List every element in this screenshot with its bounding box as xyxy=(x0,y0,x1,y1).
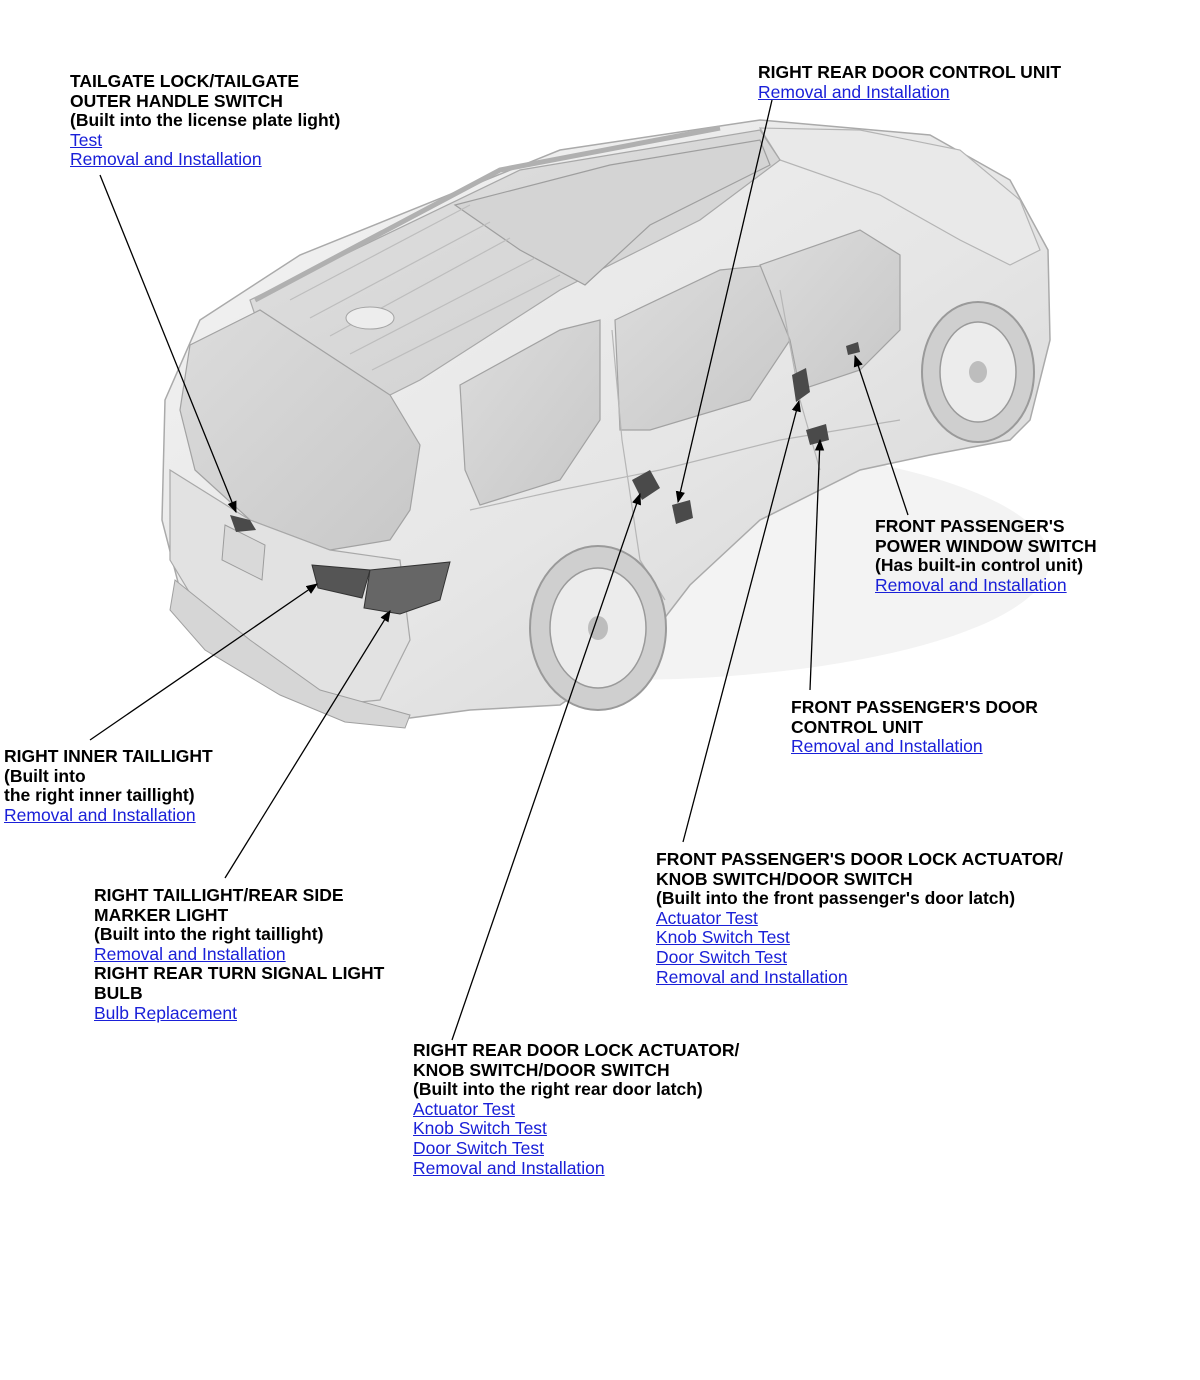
callout-front-passenger-door-control-unit: FRONT PASSENGER'S DOOR CONTROL UNIT Remo… xyxy=(791,697,1038,757)
callout-title: TAILGATE LOCK/TAILGATE xyxy=(70,71,300,91)
removal-installation-link[interactable]: Removal and Installation xyxy=(413,1157,605,1178)
hood xyxy=(758,127,1041,266)
callout-title: FRONT PASSENGER'S DOOR xyxy=(791,697,1038,717)
callout-title: BULB xyxy=(94,982,143,1003)
callout-title: FRONT PASSENGER'S DOOR LOCK ACTUATOR/ xyxy=(656,849,1063,869)
rear-bumper xyxy=(169,579,411,729)
removal-installation-link[interactable]: Removal and Installation xyxy=(4,804,196,825)
knob-switch-test-link[interactable]: Knob Switch Test xyxy=(413,1118,547,1139)
callout-title: MARKER LIGHT xyxy=(94,904,229,925)
callout-note: (Built into the license plate light) xyxy=(70,110,341,131)
side-window-front xyxy=(759,229,901,391)
callout-note: (Has built-in control unit) xyxy=(875,555,1084,576)
rear-wheel xyxy=(529,545,667,711)
roof-rail xyxy=(253,125,721,303)
callout-tailgate-lock: TAILGATE LOCK/TAILGATE OUTER HANDLE SWIT… xyxy=(70,71,341,170)
callout-note: (Built into the right taillight) xyxy=(94,924,324,945)
leader-lines xyxy=(89,99,909,1041)
callout-title: RIGHT TAILLIGHT/REAR SIDE xyxy=(94,885,344,905)
callout-title: KNOB SWITCH/DOOR SWITCH xyxy=(413,1059,670,1080)
callout-note: (Built into the right rear door latch) xyxy=(413,1079,703,1100)
callout-note: the right inner taillight) xyxy=(4,785,195,806)
actuator-test-link[interactable]: Actuator Test xyxy=(413,1098,515,1119)
window-switch-marker xyxy=(846,342,860,355)
callout-front-passenger-door-lock-actuator: FRONT PASSENGER'S DOOR LOCK ACTUATOR/ KN… xyxy=(656,849,1063,987)
license-plate-area xyxy=(221,524,266,581)
right-inner-taillight xyxy=(311,564,371,599)
front-latch-marker xyxy=(792,368,810,402)
callout-right-taillight: RIGHT TAILLIGHT/REAR SIDE MARKER LIGHT (… xyxy=(94,885,385,1023)
callout-title: RIGHT REAR TURN SIGNAL LIGHT xyxy=(94,963,385,984)
callout-front-passenger-power-window-switch: FRONT PASSENGER'S POWER WINDOW SWITCH (H… xyxy=(875,516,1097,595)
callout-note: (Built into xyxy=(4,765,86,786)
antenna xyxy=(345,306,395,330)
front-wheel xyxy=(921,301,1035,443)
knob-switch-test-link[interactable]: Knob Switch Test xyxy=(656,927,790,948)
callout-right-inner-taillight: RIGHT INNER TAILLIGHT (Built into the ri… xyxy=(4,746,213,825)
removal-installation-link[interactable]: Removal and Installation xyxy=(875,574,1067,595)
door-switch-test-link[interactable]: Door Switch Test xyxy=(656,946,787,967)
test-link[interactable]: Test xyxy=(70,129,103,150)
callout-title: CONTROL UNIT xyxy=(791,716,923,737)
door-switch-test-link[interactable]: Door Switch Test xyxy=(413,1137,544,1158)
callout-title: FRONT PASSENGER'S xyxy=(875,516,1065,536)
callout-right-rear-door-lock-actuator: RIGHT REAR DOOR LOCK ACTUATOR/ KNOB SWIT… xyxy=(413,1040,740,1178)
callout-note: (Built into the front passenger's door l… xyxy=(656,888,1016,909)
callout-title: KNOB SWITCH/DOOR SWITCH xyxy=(656,868,913,889)
rear-window xyxy=(179,309,421,551)
right-rear-latch-marker xyxy=(632,470,660,500)
sunroof xyxy=(453,139,771,286)
right-rear-dcu-marker xyxy=(672,500,693,524)
actuator-test-link[interactable]: Actuator Test xyxy=(656,907,758,928)
removal-installation-link[interactable]: Removal and Installation xyxy=(70,149,262,170)
callout-title: RIGHT REAR DOOR LOCK ACTUATOR/ xyxy=(413,1040,740,1060)
callout-title: RIGHT REAR DOOR CONTROL UNIT xyxy=(758,62,1062,82)
removal-installation-link[interactable]: Removal and Installation xyxy=(791,736,983,757)
callout-title: OUTER HANDLE SWITCH xyxy=(70,90,283,111)
callout-title: POWER WINDOW SWITCH xyxy=(875,535,1097,556)
tailgate-lock-marker xyxy=(230,515,256,532)
callout-title: RIGHT INNER TAILLIGHT xyxy=(4,746,213,766)
removal-installation-link[interactable]: Removal and Installation xyxy=(656,966,848,987)
side-window-rear xyxy=(459,319,601,506)
removal-installation-link[interactable]: Removal and Installation xyxy=(94,943,286,964)
right-taillight xyxy=(363,561,451,615)
callout-right-rear-door-control-unit: RIGHT REAR DOOR CONTROL UNIT Removal and… xyxy=(758,62,1062,102)
side-window-middle xyxy=(614,264,791,431)
removal-installation-link[interactable]: Removal and Installation xyxy=(758,81,950,102)
bulb-replacement-link[interactable]: Bulb Replacement xyxy=(94,1002,237,1023)
